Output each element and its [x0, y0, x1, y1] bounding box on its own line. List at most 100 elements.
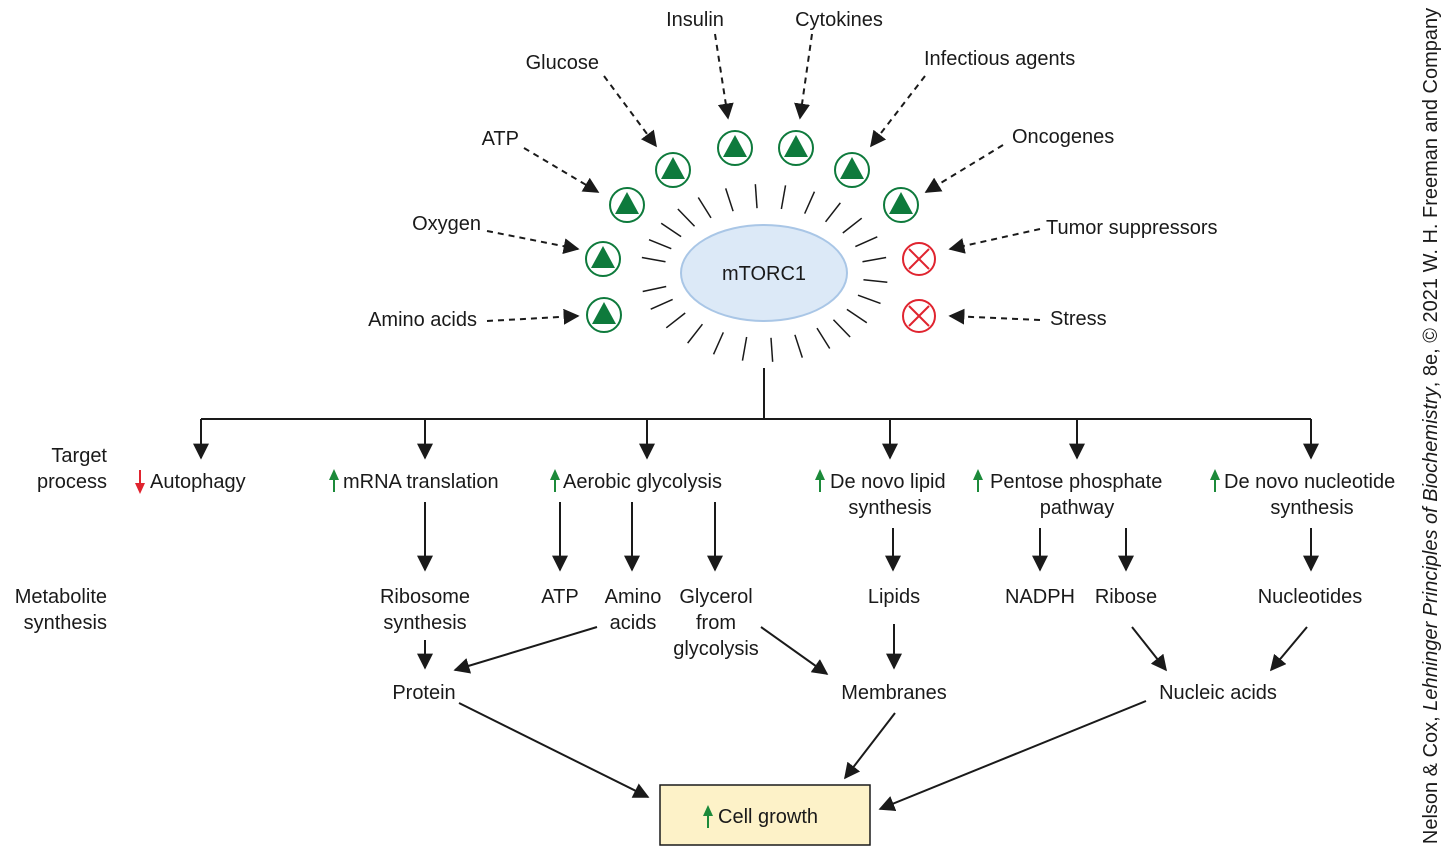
hub-ray	[650, 298, 673, 310]
target-pentose-phosphate-line1: Pentose phosphate	[990, 471, 1162, 493]
arrow-amino-acids-to-protein	[453, 626, 598, 674]
up-arrow-icon	[1210, 469, 1220, 492]
target-autophagy-label: Autophagy	[150, 471, 246, 493]
metabolite-nadph: NADPH	[1005, 586, 1075, 608]
hub-ray	[780, 185, 787, 210]
row-label-target-process-line2: process	[37, 471, 107, 493]
input-dashed-arrows	[486, 33, 1041, 325]
input-label-cytokines: Cytokines	[795, 9, 883, 31]
target-lipid-synthesis-line2: synthesis	[848, 497, 931, 519]
input-label-oncogenes: Oncogenes	[1012, 126, 1114, 148]
target-nucleotide-synthesis-line1: De novo nucleotide	[1224, 471, 1395, 493]
input-label-stress: Stress	[1050, 308, 1107, 330]
output-branch-tree	[193, 368, 1319, 460]
hub-ray	[862, 256, 887, 263]
metabolite-nucleotides: Nucleotides	[1258, 586, 1363, 608]
input-label-glucose: Glucose	[526, 52, 599, 74]
cell-growth-label: Cell growth	[718, 806, 818, 828]
arrow-membranes-to-cell-growth	[844, 712, 896, 780]
dashed-arrow-oxygen	[486, 230, 580, 255]
target-lipid-synthesis-line1: De novo lipid	[830, 471, 946, 493]
arrow-glycerol-to-membranes	[760, 626, 829, 675]
cell-growth-box	[659, 784, 871, 846]
activator-triangle-icon	[717, 130, 753, 166]
target-de-novo-nucleotide-synthesis: De novo nucleotide synthesis	[1210, 469, 1395, 519]
metabolite-glycerol-line2: from	[696, 612, 736, 634]
target-nucleotide-synthesis-line2: synthesis	[1270, 497, 1353, 519]
activator-triangle-icon	[586, 297, 622, 333]
activator-triangle-icon	[655, 152, 691, 188]
activator-triangle-icon	[883, 187, 919, 223]
input-label-insulin: Insulin	[666, 9, 724, 31]
target-pentose-phosphate-pathway: Pentose phosphate pathway	[973, 469, 1162, 519]
arrow-ribose-to-nucleic-acids	[1131, 626, 1167, 672]
hub-ray	[754, 184, 758, 209]
hub-ray	[842, 217, 863, 234]
hub-ray	[832, 319, 851, 338]
hub-activity-rays	[641, 184, 888, 362]
activator-triangle-icon	[778, 130, 814, 166]
input-label-amino-acids: Amino acids	[368, 309, 477, 331]
metabolite-amino-acids-line1: Amino	[605, 586, 662, 608]
hub-ray	[660, 222, 682, 238]
target-autophagy: Autophagy	[135, 470, 246, 494]
target-aerobic-glycolysis: Aerobic glycolysis	[550, 469, 722, 493]
dashed-arrow-glucose	[603, 75, 657, 148]
hub-ray	[770, 337, 774, 362]
metabolite-glycerol-line1: Glycerol	[679, 586, 752, 608]
dashed-arrow-oncogenes	[924, 144, 1004, 193]
activator-triangle-icon	[609, 187, 645, 223]
hub-ray	[855, 236, 878, 248]
activator-symbols	[585, 130, 919, 333]
dashed-arrow-stress	[948, 308, 1041, 325]
credit-prefix: Nelson & Cox,	[1420, 711, 1442, 844]
arrow-nucleic-acids-to-cell-growth	[878, 700, 1147, 811]
hub-ray	[794, 334, 804, 358]
input-signals: Amino acids Oxygen ATP Glucose Insulin C…	[368, 9, 1217, 331]
hub-ray	[816, 327, 831, 349]
copyright-credit: Nelson & Cox, Lehninger Principles of Bi…	[1420, 8, 1442, 844]
metabolite-ribosome-synthesis-line1: Ribosome	[380, 586, 470, 608]
hub-ray	[642, 285, 667, 293]
target-mrna-translation: mRNA translation	[329, 469, 499, 493]
activator-triangle-icon	[834, 152, 870, 188]
up-arrow-icon	[973, 469, 983, 492]
up-arrow-icon	[550, 469, 560, 492]
dashed-arrow-amino-acids	[486, 308, 580, 325]
row-labels: Target process Metabolite synthesis	[15, 445, 108, 634]
hub-ray	[697, 197, 712, 219]
target-mrna-translation-label: mRNA translation	[343, 471, 499, 493]
credit-book-title: Lehninger Principles of Biochemistry	[1420, 386, 1442, 710]
dashed-arrow-cytokines	[794, 33, 813, 120]
hub-ray	[824, 202, 841, 223]
metabolite-glycerol-line3: glycolysis	[673, 638, 759, 660]
metabolites: Ribosome synthesis ATP Amino acids Glyce…	[380, 586, 1362, 660]
input-label-infectious-agents: Infectious agents	[924, 48, 1075, 70]
up-arrow-icon	[815, 469, 825, 492]
inhibitor-x-icon	[902, 299, 936, 333]
metabolite-atp: ATP	[541, 586, 578, 608]
hub-ray	[641, 256, 666, 263]
target-de-novo-lipid-synthesis: De novo lipid synthesis	[815, 469, 946, 519]
inhibitor-symbols	[902, 242, 936, 333]
target-pentose-phosphate-line2: pathway	[1040, 497, 1115, 519]
up-arrow-icon	[329, 469, 339, 492]
metabolite-lipids: Lipids	[868, 586, 920, 608]
cell-growth-outcome: Cell growth	[659, 784, 871, 846]
inhibitor-x-icon	[902, 242, 936, 276]
product-nucleic-acids: Nucleic acids	[1159, 682, 1277, 704]
hub-ray	[803, 191, 816, 214]
arrow-nucleotides-to-nucleic-acids	[1269, 626, 1308, 672]
mtorc1-hub: mTORC1	[641, 184, 888, 362]
row-label-metabolite-synthesis-line1: Metabolite	[15, 586, 107, 608]
hub-ray	[857, 294, 881, 305]
hub-ray	[677, 208, 696, 227]
row-label-target-process-line1: Target	[51, 445, 107, 467]
metabolite-ribosome-synthesis-line2: synthesis	[383, 612, 466, 634]
row-label-metabolite-synthesis-line2: synthesis	[24, 612, 107, 634]
input-label-oxygen: Oxygen	[412, 213, 481, 235]
input-label-atp: ATP	[482, 128, 519, 150]
metabolite-amino-acids-line2: acids	[610, 612, 657, 634]
dashed-arrow-atp	[523, 147, 600, 193]
